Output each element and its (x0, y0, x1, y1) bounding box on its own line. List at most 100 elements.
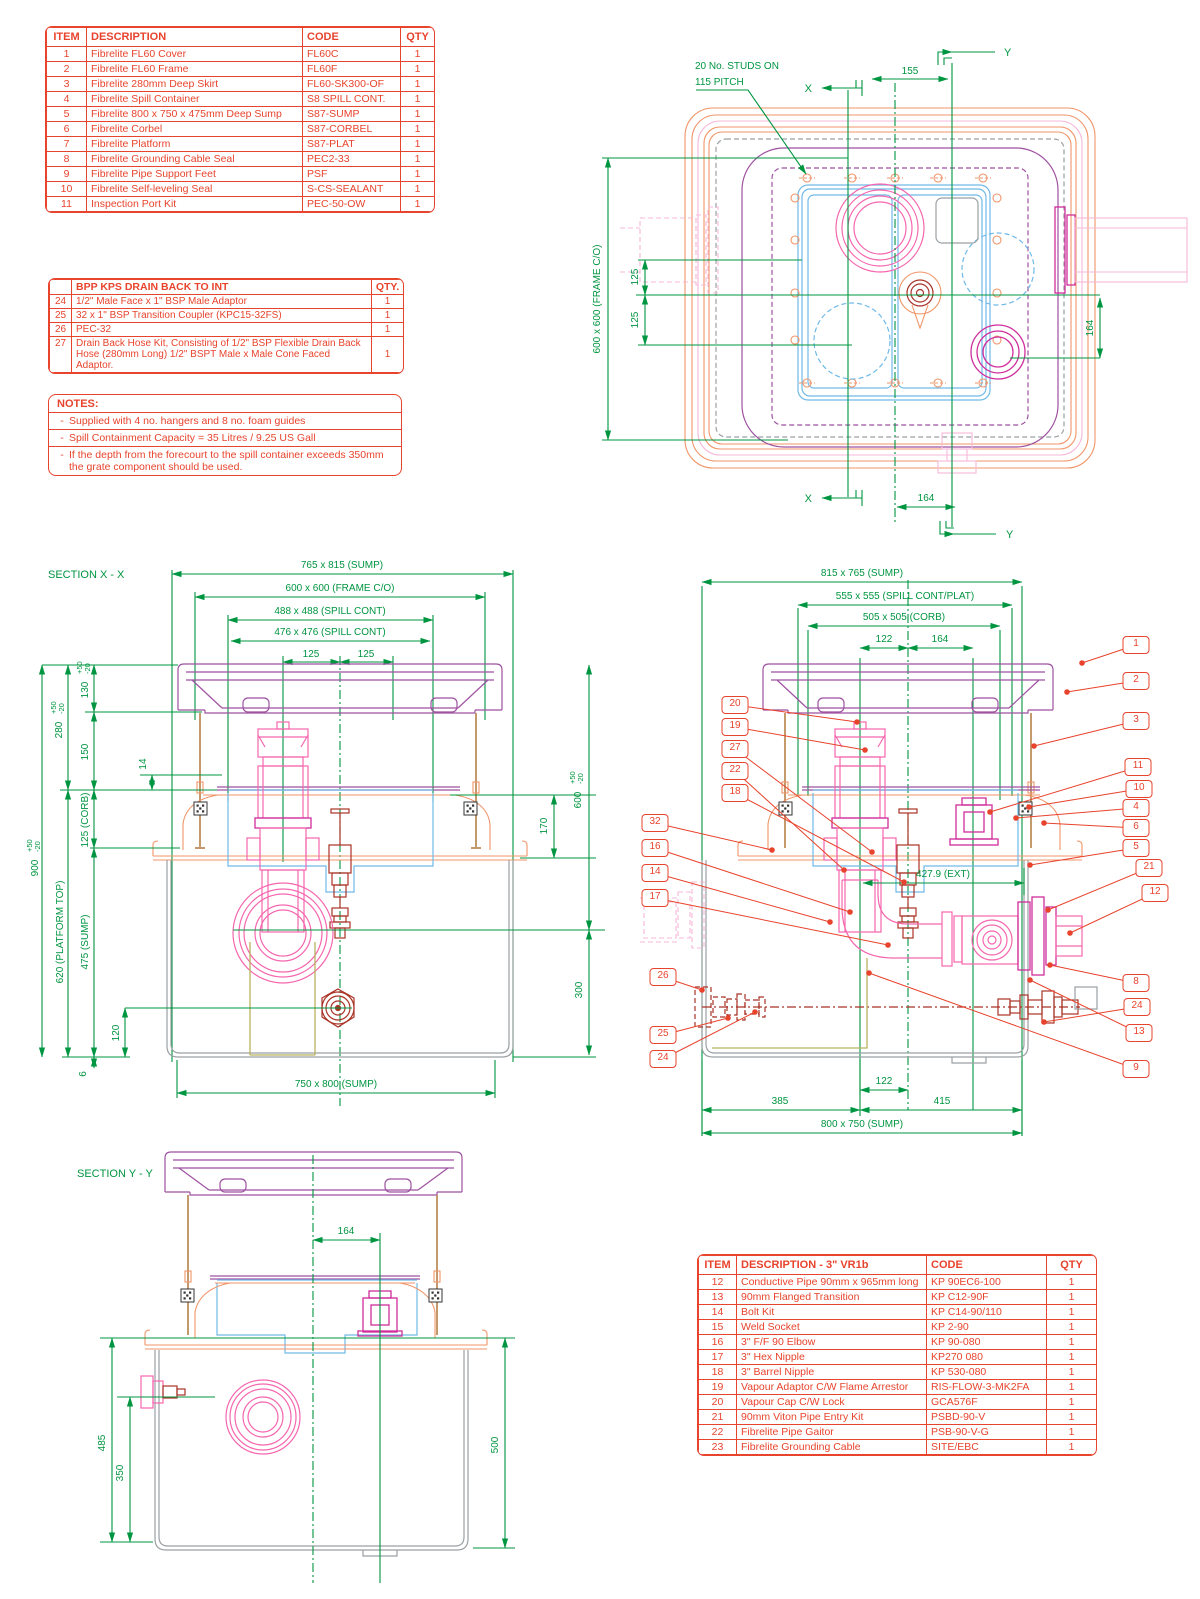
svg-text:+50: +50 (75, 661, 84, 674)
svg-text:620 (PLATFORM TOP): 620 (PLATFORM TOP) (55, 881, 66, 984)
section-yy-view: 164 485 350 500 SECTION Y - Y (55, 1125, 615, 1590)
cell: 11 (46, 196, 87, 212)
cell: Vapour Adaptor C/W Flame Arrestor (736, 1379, 927, 1395)
cell: 1 (1046, 1334, 1096, 1350)
cell: 1 (1046, 1424, 1096, 1440)
svg-text:600 x 600 (FRAME C/O): 600 x 600 (FRAME C/O) (286, 583, 395, 594)
col-qty: QTY (1046, 1255, 1096, 1275)
leader-lines (42, 664, 605, 1098)
drain-back-kit-dashed (694, 986, 766, 1028)
cell: PSB-90-V-G (926, 1424, 1047, 1440)
callout-leaders (654, 644, 1156, 1070)
cell: KP C12-90F (926, 1289, 1047, 1305)
note-item: -Supplied with 4 no. hangers and 8 no. f… (49, 412, 401, 429)
corbel (152, 794, 528, 861)
skirt-hangers (195, 713, 481, 849)
dim-125: 125 (630, 311, 641, 328)
notes-title: NOTES: (57, 398, 99, 410)
cell: FL60F (302, 61, 401, 77)
cell: 1 (400, 106, 434, 122)
drain-table-qty: QTY. (371, 279, 403, 295)
svg-text:475 (SUMP): 475 (SUMP) (80, 914, 91, 969)
svg-text:115 PITCH: 115 PITCH (695, 77, 744, 88)
cell: Fibrelite Grounding Cable (736, 1439, 927, 1455)
bottom-dimensions: 122 385 415 800 x 750 (SUMP) (701, 1060, 1023, 1137)
svg-text:800 x 750 (SUMP): 800 x 750 (SUMP) (821, 1119, 903, 1130)
cell: 23 (698, 1439, 737, 1455)
section-lines (822, 52, 996, 534)
cell: 18 (698, 1364, 737, 1380)
cell: PSF (302, 166, 401, 182)
callout-18: 18 (721, 784, 749, 802)
sump-rings (684, 107, 1096, 469)
cell: Drain Back Hose Kit, Consisting of 1/2" … (71, 336, 372, 373)
callout-8: 8 (1122, 974, 1150, 992)
callout-5: 5 (1122, 839, 1150, 857)
cell: Fibrelite FL60 Cover (86, 46, 303, 62)
drain-back-fittings (997, 990, 1079, 1024)
svg-text:170: 170 (539, 817, 550, 834)
callout-10: 10 (1125, 780, 1153, 798)
foam-guide (180, 1288, 195, 1303)
bottom-valve (937, 432, 977, 474)
svg-text:415: 415 (934, 1096, 951, 1107)
callout-6: 6 (1122, 819, 1150, 837)
svg-text:+50: +50 (568, 771, 577, 784)
cell: 1 (1046, 1349, 1096, 1365)
plan-dim-labels: 20 No. STUDS ON 115 PITCH 155 600 x 600 … (592, 47, 1096, 541)
inspection-port (898, 271, 942, 330)
cell: 1 (1046, 1409, 1096, 1425)
bullet-dash: - (60, 415, 64, 427)
cell: 3" Hex Nipple (736, 1349, 927, 1365)
svg-text:164: 164 (932, 634, 949, 645)
svg-text:X: X (805, 493, 813, 505)
cell: 90mm Viton Pipe Entry Kit (736, 1409, 927, 1425)
cell: FL60C (302, 46, 401, 62)
cell: 3" F/F 90 Elbow (736, 1334, 927, 1350)
svg-text:555 x 555 (SPILL CONT/PLAT): 555 x 555 (SPILL CONT/PLAT) (836, 591, 974, 602)
vapour-cap (949, 797, 999, 846)
cell: 1 (1046, 1364, 1096, 1380)
svg-text:125 (CORB): 125 (CORB) (80, 792, 91, 847)
col-description: DESCRIPTION - 3" VR1b (736, 1255, 927, 1275)
callout-1: 1 (1122, 636, 1150, 654)
svg-text:-20: -20 (33, 841, 42, 852)
skirt-hangers (184, 1195, 441, 1335)
cell: 13 (698, 1289, 737, 1305)
studs-note: 20 No. STUDS ON (695, 61, 779, 72)
svg-text:280: 280 (54, 721, 65, 738)
svg-text:600: 600 (573, 791, 584, 808)
cell: 14 (698, 1304, 737, 1320)
cell: S8 SPILL CONT. (302, 91, 401, 107)
cell: SITE/EBC (926, 1439, 1047, 1455)
cell: Fibrelite Spill Container (86, 91, 303, 107)
callout-13: 13 (1125, 1024, 1153, 1042)
svg-text:300: 300 (574, 981, 585, 998)
plan-view-drawing: 20 No. STUDS ON 115 PITCH 155 600 x 600 … (592, 35, 1188, 541)
svg-text:-20: -20 (576, 773, 585, 784)
cell: 1 (400, 181, 434, 197)
cell: 1 (400, 151, 434, 167)
studs (790, 173, 1002, 388)
cell: 32 x 1" BSP Transition Coupler (KPC15-32… (71, 308, 372, 323)
cell: 1 (1046, 1289, 1096, 1305)
section-callout-drawing: 815 x 765 (SUMP) 555 x 555 (SPILL CONT/P… (640, 568, 1156, 1137)
foam-guide (463, 801, 478, 816)
spill-container (216, 1279, 418, 1354)
section-x-label: X (805, 83, 813, 95)
cell: 3" Barrel Nipple (736, 1364, 927, 1380)
